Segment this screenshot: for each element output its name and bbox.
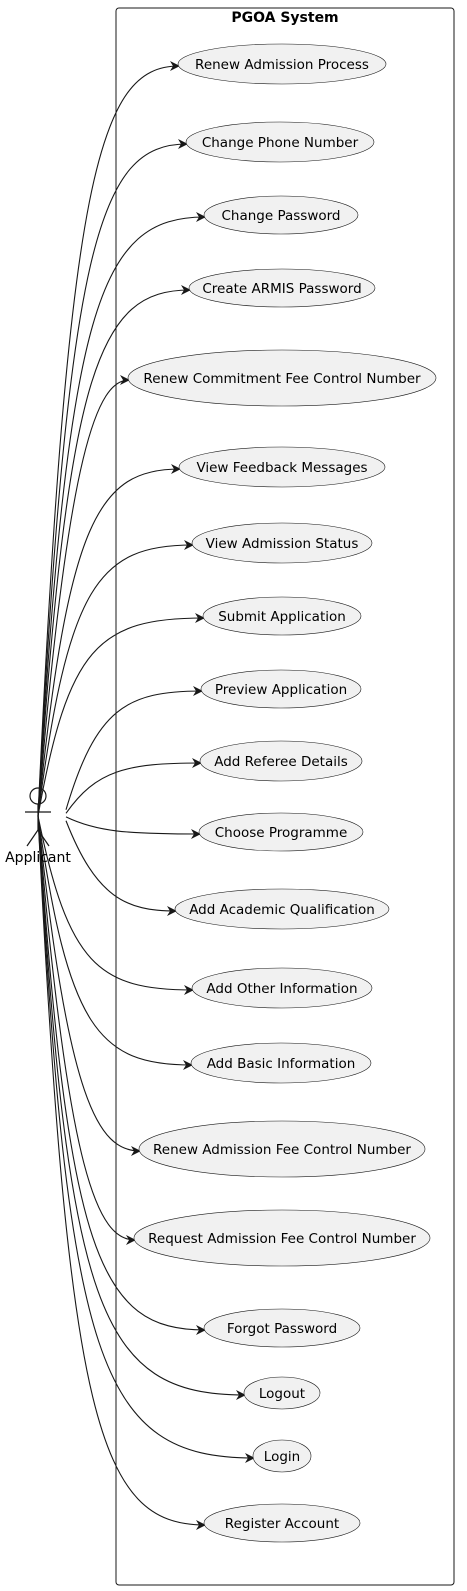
association-edge-view-admission-status (37, 540, 194, 817)
use-case-ellipse (188, 268, 376, 308)
use-case-label: Renew Admission Fee Control Number (153, 1142, 411, 1158)
actor-applicant: Applicant (5, 787, 71, 866)
use-case-renew-commitment-fee-control-number: Renew Commitment Fee Control Number (127, 349, 437, 407)
use-case-renew-admission-process: Renew Admission Process (177, 43, 387, 85)
use-case-view-feedback-messages: View Feedback Messages (178, 446, 386, 488)
use-case-request-admission-fee-control-number: Request Admission Fee Control Number (133, 1209, 431, 1267)
association-edge-submit-application (37, 613, 205, 817)
association-edge-add-basic-information (37, 815, 193, 1070)
use-case-forgot-password: Forgot Password (203, 1308, 361, 1348)
use-case-ellipse (133, 1209, 431, 1267)
use-case-view-admission-status: View Admission Status (191, 522, 373, 564)
use-case-label: Register Account (225, 1516, 339, 1532)
use-case-label: Renew Admission Process (195, 57, 369, 73)
use-case-label: Preview Application (215, 682, 347, 698)
use-case-register-account: Register Account (203, 1503, 361, 1543)
association-edge-request-admission-fee-control-number (37, 815, 136, 1245)
use-case-label: Choose Programme (215, 825, 348, 841)
association-edge-renew-admission-fee-control-number (37, 815, 141, 1156)
association-edge-add-referee-details (65, 758, 202, 814)
use-case-ellipse (190, 1042, 372, 1084)
use-case-ellipse (191, 967, 373, 1009)
association-edge-register-account (37, 815, 206, 1530)
association-edge-change-phone-number (37, 139, 188, 817)
association-edge-change-password (37, 212, 206, 817)
use-case-ellipse (199, 740, 363, 782)
association-edge-renew-admission-process (37, 61, 180, 817)
use-case-label: Change Password (221, 208, 340, 224)
use-case-submit-application: Submit Application (202, 596, 362, 636)
use-case-label: Change Phone Number (202, 135, 359, 151)
use-case-ellipse (185, 121, 375, 163)
stick-figure-actor-icon (25, 787, 51, 847)
system-title: PGOA System (231, 10, 338, 26)
use-case-label: Login (264, 1449, 300, 1465)
use-case-ellipse (198, 812, 364, 852)
association-edge-login (37, 815, 255, 1463)
use-case-ellipse (200, 669, 362, 709)
use-case-add-referee-details: Add Referee Details (199, 740, 363, 782)
use-case-add-other-information: Add Other Information (191, 967, 373, 1009)
association-edge-choose-programme (65, 816, 201, 839)
association-edge-renew-commitment-fee-control-number (37, 375, 130, 817)
association-edge-add-other-information (37, 815, 194, 995)
use-case-label: Add Basic Information (207, 1056, 356, 1072)
association-edge-view-feedback-messages (37, 464, 181, 817)
use-case-label: Add Referee Details (214, 754, 348, 770)
use-case-ellipse (138, 1120, 426, 1178)
use-case-ellipse (243, 1376, 321, 1410)
use-case-label: Logout (259, 1386, 305, 1402)
use-case-ellipse (178, 446, 386, 488)
association-edges (37, 61, 255, 1530)
use-case-label: Renew Commitment Fee Control Number (143, 371, 421, 387)
use-case-label: View Admission Status (206, 536, 359, 552)
use-case-label: Submit Application (218, 609, 346, 625)
use-case-ellipse (252, 1439, 312, 1473)
use-case-label: View Feedback Messages (196, 460, 367, 476)
use-case-ellipse (203, 1503, 361, 1543)
use-case-label: Create ARMIS Password (202, 281, 361, 297)
use-case-ellipse (127, 349, 437, 407)
use-case-label: Request Admission Fee Control Number (148, 1231, 416, 1247)
actor-label: Applicant (5, 850, 71, 866)
use-case-label: Add Academic Qualification (189, 902, 375, 918)
use-case-ellipse (203, 1308, 361, 1348)
use-case-ellipse (203, 195, 359, 235)
use-case-create-armis-password: Create ARMIS Password (188, 268, 376, 308)
association-edge-logout (37, 815, 246, 1400)
use-case-preview-application: Preview Application (200, 669, 362, 709)
use-case-ellipse (174, 888, 390, 930)
use-case-change-password: Change Password (203, 195, 359, 235)
use-case-renew-admission-fee-control-number: Renew Admission Fee Control Number (138, 1120, 426, 1178)
system-boundary (115, 7, 455, 1586)
association-edge-forgot-password (37, 815, 206, 1335)
use-case-label: Add Other Information (206, 981, 357, 997)
use-case-login: Login (252, 1439, 312, 1473)
use-case-add-academic-qualification: Add Academic Qualification (174, 888, 390, 930)
use-case-logout: Logout (243, 1376, 321, 1410)
association-edge-add-academic-qualification (65, 820, 177, 916)
use-case-add-basic-information: Add Basic Information (190, 1042, 372, 1084)
association-edge-preview-application (65, 686, 203, 810)
use-case-label: Forgot Password (227, 1321, 337, 1337)
use-case-choose-programme: Choose Programme (198, 812, 364, 852)
use-case-change-phone-number: Change Phone Number (185, 121, 375, 163)
use-case-ellipse (191, 522, 373, 564)
use-case-ellipse (177, 43, 387, 85)
association-edge-create-armis-password (37, 285, 191, 817)
use-case-ellipse (202, 596, 362, 636)
